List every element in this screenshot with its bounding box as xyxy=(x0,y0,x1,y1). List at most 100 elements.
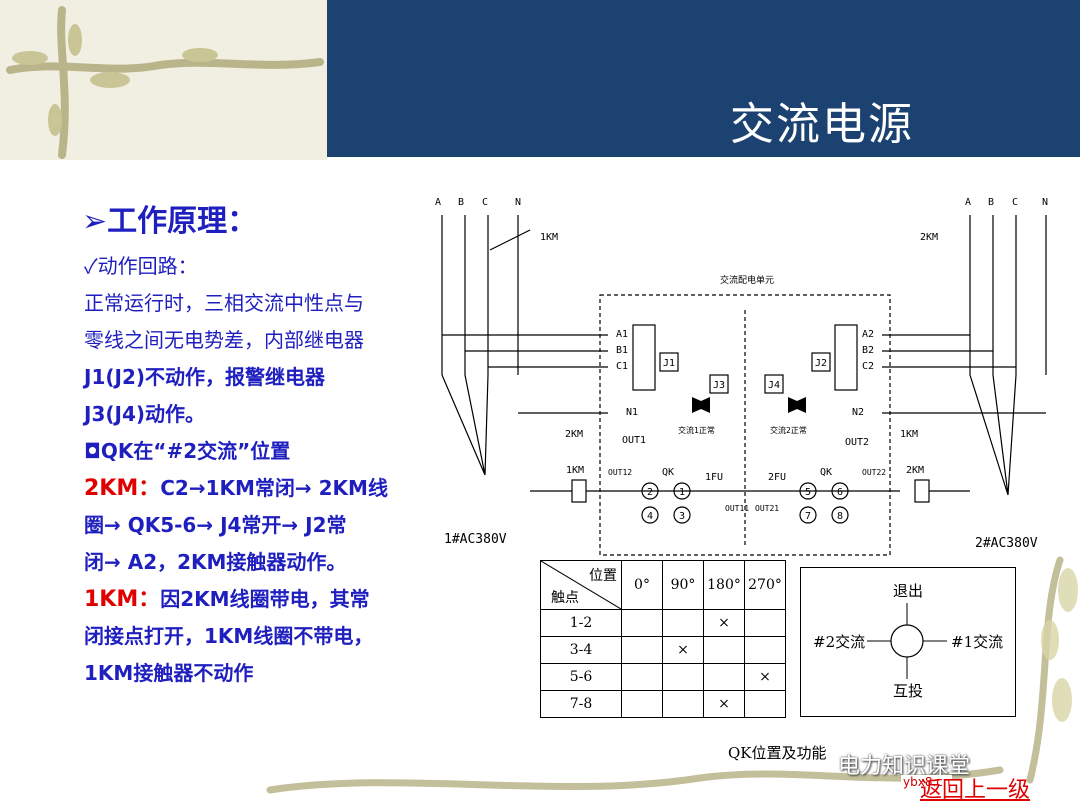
back-link[interactable]: 返回上一级 xyxy=(920,778,1031,803)
out11-label: OUT11 xyxy=(725,504,749,513)
selector-switch-diagram: 退出 #2交流 #1交流 互投 xyxy=(800,567,1016,717)
km1-label: 1KM： xyxy=(84,587,161,612)
relay-label: J2 xyxy=(815,358,827,369)
qk-position-table: 位置 触点 0° 90° 180° 270° 1-2 × 3-4 × 5-6 ×… xyxy=(540,560,786,718)
relay-label: J1 xyxy=(663,358,675,369)
table-header-corner: 位置 触点 xyxy=(540,560,622,610)
mark-cell xyxy=(703,636,745,664)
contact-label: 3 xyxy=(679,511,685,522)
mark-cell: × xyxy=(662,636,704,664)
phase-label: B xyxy=(988,197,994,208)
phase-label: A xyxy=(435,197,441,208)
mark-cell: × xyxy=(703,609,745,637)
mark-cell: × xyxy=(744,663,786,691)
table-row: 7-8 × xyxy=(540,690,786,718)
text-line: 正常运行时，三相交流中性点与 xyxy=(84,291,364,315)
slide-title: 交流电源 xyxy=(730,99,914,150)
km2-label: 2KM： xyxy=(84,476,161,501)
out22-label: OUT22 xyxy=(862,468,886,477)
term-label: N2 xyxy=(852,407,864,418)
fuse2-label: 2FU xyxy=(768,472,786,483)
term-label: B2 xyxy=(862,345,874,356)
km1-line-1: 1KM：因2KM线圈带电，其常 xyxy=(84,581,434,618)
text-line: J3(J4)动作。 xyxy=(84,402,205,426)
contact-label: 8 xyxy=(837,511,843,522)
contact-cell: 1-2 xyxy=(540,609,622,637)
term-label: B1 xyxy=(616,345,628,356)
mark-cell xyxy=(744,690,786,718)
term-label: A2 xyxy=(862,329,874,340)
out21-label: OUT21 xyxy=(755,504,779,513)
km-right-label: 2KM xyxy=(920,232,938,243)
phase-label: C xyxy=(1012,197,1018,208)
phase-label: B xyxy=(458,197,464,208)
contact-cell: 5-6 xyxy=(540,663,622,691)
selector-left-label: #2交流 xyxy=(813,633,866,651)
sub-title: ✓动作回路： xyxy=(84,250,434,279)
check-bullet-icon: ✓ xyxy=(84,254,98,278)
mark-cell xyxy=(703,663,745,691)
km1-line-3: 1KM接触器不动作 xyxy=(84,661,254,685)
qk-line: ◘QK在“#2交流”位置 xyxy=(84,433,434,470)
relay-label: J3 xyxy=(713,380,725,391)
contact-cell: 7-8 xyxy=(540,690,622,718)
phase-label: N xyxy=(515,197,521,208)
qk-caption: QK位置及功能 xyxy=(728,744,827,762)
term-label: C2 xyxy=(862,361,874,372)
square-bullet-icon: ◘ xyxy=(84,439,101,463)
qk-label: QK xyxy=(662,467,674,478)
km-coil-right-label: 2KM xyxy=(906,465,924,476)
arrow-bullet-icon: ➢ xyxy=(82,204,108,239)
km-right-contact-label: 1KM xyxy=(900,429,918,440)
header-vine-image xyxy=(0,0,327,160)
wechat-watermark: 电力知识课堂 xyxy=(838,754,971,779)
km2-line-2: 圈→ QK5-6→ J4常开→ J2常 xyxy=(84,513,347,537)
contact-label: 5 xyxy=(805,487,811,498)
contact-cell: 3-4 xyxy=(540,636,622,664)
out-left-label: OUT1 xyxy=(622,435,646,446)
contact-label: 1 xyxy=(679,487,685,498)
term-label: N1 xyxy=(626,407,638,418)
position-header: 270° xyxy=(744,560,786,610)
table-row: 3-4 × xyxy=(540,636,786,664)
text-line: 零线之间无电势差，内部继电器 xyxy=(84,328,364,352)
mark-cell xyxy=(662,663,704,691)
header-bottom-label: 触点 xyxy=(551,590,579,606)
mark-cell xyxy=(662,609,704,637)
circuit-diagram: A B C N A B C N 1KM 2KM 交流配电单元 A1 B1 C1 … xyxy=(435,197,1048,556)
km-left-label: 1KM xyxy=(540,232,558,243)
position-header: 90° xyxy=(662,560,704,610)
sub-title-text: 动作回路： xyxy=(97,254,198,278)
km2-text-1: C2→1KM常闭→ 2KM线 xyxy=(160,476,388,500)
selector-right-label: #1交流 xyxy=(951,633,1004,651)
relay-label: J4 xyxy=(768,380,780,391)
out12-label: OUT12 xyxy=(608,468,632,477)
position-header: 0° xyxy=(621,560,663,610)
selector-top-label: 退出 xyxy=(893,582,924,600)
mark-cell xyxy=(744,609,786,637)
section-title: ➢工作原理： xyxy=(82,196,434,240)
contact-label: 6 xyxy=(837,487,843,498)
table-row: 5-6 × xyxy=(540,663,786,691)
supply-right-label: 2#AC380V xyxy=(975,536,1038,551)
header-top-label: 位置 xyxy=(589,568,617,584)
phase-label: A xyxy=(965,197,971,208)
fuse1-label: 1FU xyxy=(705,472,723,483)
mark-cell xyxy=(621,636,663,664)
km-left-contact-label: 2KM xyxy=(565,429,583,440)
content-text: ➢工作原理： ✓动作回路： 正常运行时，三相交流中性点与 零线之间无电势差，内部… xyxy=(82,196,434,692)
phase-label: C xyxy=(482,197,488,208)
mark-cell xyxy=(621,609,663,637)
km-coil-left-label: 1KM xyxy=(566,465,584,476)
km1-text-1: 因2KM线圈带电，其常 xyxy=(160,587,370,611)
table-row: 1-2 × xyxy=(540,609,786,637)
normal-left-label: 交流1正常 xyxy=(678,425,715,435)
header-band xyxy=(327,0,1080,157)
contact-label: 4 xyxy=(647,511,653,522)
section-title-text: 工作原理： xyxy=(107,204,258,239)
mark-cell xyxy=(621,690,663,718)
qk-label: QK xyxy=(820,467,832,478)
mark-cell xyxy=(662,690,704,718)
phase-label: N xyxy=(1042,197,1048,208)
